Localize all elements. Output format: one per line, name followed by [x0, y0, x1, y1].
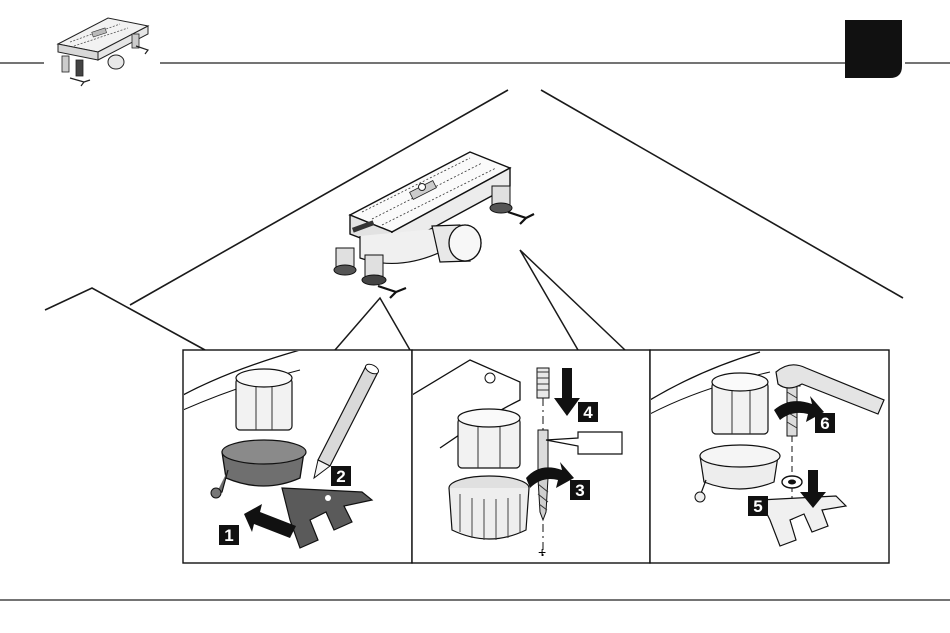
step-badge-3: 3	[570, 480, 590, 500]
svg-text:5: 5	[753, 497, 762, 516]
drill-center-mark: +	[538, 544, 546, 560]
step-badge-6: 6	[815, 413, 835, 433]
svg-text:3: 3	[575, 481, 584, 500]
floor-edge-right-back	[541, 90, 903, 298]
svg-text:6: 6	[820, 414, 829, 433]
assembly-foot-front-left	[334, 248, 356, 275]
svg-text:2: 2	[336, 467, 345, 486]
page-header	[0, 18, 950, 86]
step-panel-3	[650, 350, 889, 563]
dowel-icon	[537, 368, 549, 398]
svg-text:1: 1	[224, 526, 233, 545]
step-badge-1: 1	[219, 525, 239, 545]
step-panel-1	[183, 350, 412, 563]
shower-channel-assembly-icon	[334, 152, 534, 298]
step-badge-2: 2	[331, 466, 351, 486]
svg-text:4: 4	[583, 403, 593, 422]
step-badge-4: 4	[578, 402, 598, 422]
step-panel-2: +	[412, 350, 650, 563]
callout-leader-left	[335, 298, 410, 350]
step-badge-5: 5	[748, 496, 768, 516]
callout-leader-right	[520, 250, 625, 350]
floor-perspective	[45, 90, 903, 350]
section-tab	[845, 20, 902, 78]
shower-channel-thumbnail-icon	[58, 18, 148, 86]
floor-edge-left-front	[45, 288, 205, 350]
assembly-foot-back-right	[490, 186, 534, 224]
